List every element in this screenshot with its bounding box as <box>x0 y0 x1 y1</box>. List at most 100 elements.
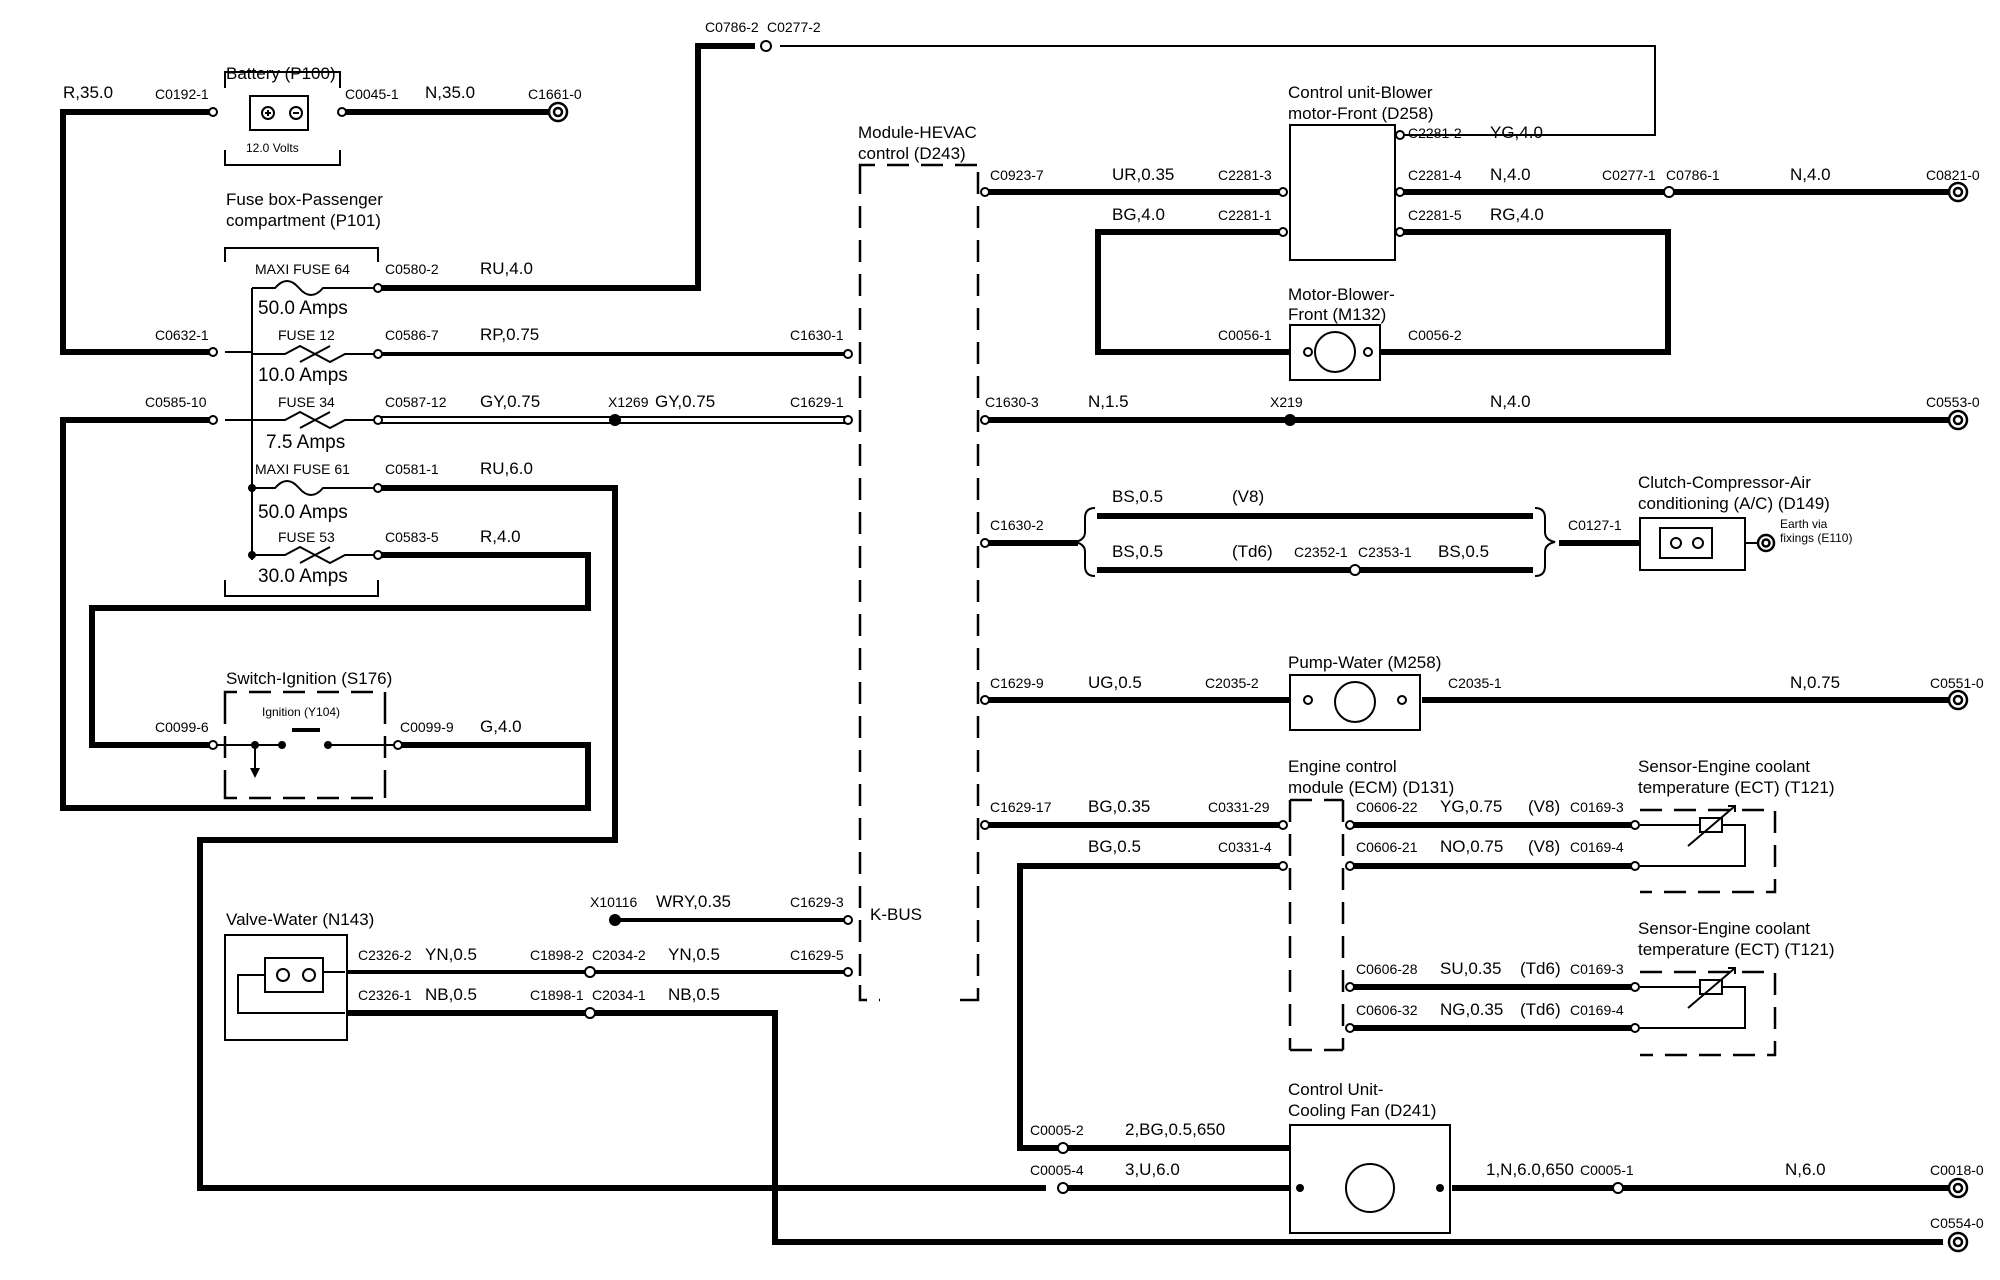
wire-label-ru4: RU,4.0 <box>480 259 533 278</box>
wire-label-u6: 3,U,6.0 <box>1125 1160 1180 1179</box>
label-c0277-2: C0277-2 <box>767 19 821 35</box>
blower-motor-label-1: Motor-Blower- <box>1288 285 1395 304</box>
label-c0606-21: C0606-21 <box>1356 839 1418 855</box>
wire-label-bs05a: BS,0.5 <box>1112 487 1163 506</box>
wire-label-ru6: RU,6.0 <box>480 459 533 478</box>
label-c2035-2: C2035-2 <box>1205 675 1259 691</box>
label-c1661-0: C1661-0 <box>528 86 582 102</box>
wire-label-bg035: BG,0.35 <box>1088 797 1150 816</box>
label-c1629-17: C1629-17 <box>990 799 1052 815</box>
clutch-label-2: conditioning (A/C) (D149) <box>1638 494 1830 513</box>
pump-water: Pump-Water (M258) <box>1288 653 1441 731</box>
label-c2281-2: C2281-2 <box>1408 125 1462 141</box>
clutch-label-1: Clutch-Compressor-Air <box>1638 473 1811 492</box>
label-c1629-5: C1629-5 <box>790 947 844 963</box>
hevac-module: Module-HEVAC control (D243) K-BUS <box>843 123 990 1002</box>
label-c2326-1: C2326-1 <box>358 987 412 1003</box>
label-c2281-5: C2281-5 <box>1408 207 1462 223</box>
label-c2281-4: C2281-4 <box>1408 167 1462 183</box>
fuse-12-name: FUSE 12 <box>278 327 335 343</box>
label-c1630-3: C1630-3 <box>985 394 1039 410</box>
blower-motor: Motor-Blower- Front (M132) <box>1288 285 1395 381</box>
wire-label-n075: N,0.75 <box>1790 673 1840 692</box>
wire-label-bg05-650: 2,BG,0.5,650 <box>1125 1120 1225 1139</box>
wire-label-su035: SU,0.35 <box>1440 959 1501 978</box>
wire-bg05 <box>1017 863 1286 1151</box>
wire-label-v8b: (V8) <box>1528 797 1560 816</box>
wire-nb05 <box>342 1010 1943 1245</box>
label-c2281-3: C2281-3 <box>1218 167 1272 183</box>
label-x10116: X10116 <box>590 894 637 910</box>
battery-label: Battery (P100) <box>226 64 336 83</box>
inline-connectors <box>584 40 1675 1194</box>
hevac-label-2: control (D243) <box>858 144 966 163</box>
fuse-maxi61-name: MAXI FUSE 61 <box>255 461 350 477</box>
ect1-label-2: temperature (ECT) (T121) <box>1638 778 1835 797</box>
fuse-box-label-1: Fuse box-Passenger <box>226 190 383 209</box>
label-c1629-1: C1629-1 <box>790 394 844 410</box>
label-c0192-1: C0192-1 <box>155 86 209 102</box>
wire-label-n35: N,35.0 <box>425 83 475 102</box>
label-c0606-28: C0606-28 <box>1356 961 1418 977</box>
wire-ru6 <box>197 485 1046 1191</box>
label-c0606-32: C0606-32 <box>1356 1002 1418 1018</box>
label-c0632-1: C0632-1 <box>155 327 209 343</box>
ecm-label-2: module (ECM) (D131) <box>1288 778 1454 797</box>
label-c0580-2: C0580-2 <box>385 261 439 277</box>
hevac-label-1: Module-HEVAC <box>858 123 977 142</box>
clutch-earth-1: Earth via <box>1780 517 1828 531</box>
wire-label-bs05c: BS,0.5 <box>1438 542 1489 561</box>
ignition-switch-label: Switch-Ignition (S176) <box>226 669 392 688</box>
pin-c0045-1 <box>337 107 347 117</box>
connector-labels: C0192-1 C0045-1 C1661-0 C0786-2 C0277-2 … <box>145 19 1984 1231</box>
wire-label-n4b: N,4.0 <box>1790 165 1831 184</box>
label-c0923-7: C0923-7 <box>990 167 1044 183</box>
wire-label-no075: NO,0.75 <box>1440 837 1503 856</box>
ignition-switch: Switch-Ignition (S176) Ignition (Y104) <box>208 669 403 800</box>
label-c0583-5: C0583-5 <box>385 529 439 545</box>
wire-label-ug05: UG,0.5 <box>1088 673 1142 692</box>
wire-label-gy075b: GY,0.75 <box>655 392 715 411</box>
label-c1629-9: C1629-9 <box>990 675 1044 691</box>
wire-traces <box>60 43 1951 1245</box>
ecm: Engine control module (ECM) (D131) <box>1278 757 1454 1052</box>
label-c0018-0: C0018-0 <box>1930 1162 1984 1178</box>
blower-control-label-1: Control unit-Blower <box>1288 83 1433 102</box>
wire-r4 <box>89 552 591 748</box>
label-c0005-4: C0005-4 <box>1030 1162 1084 1178</box>
fuse-box: Fuse box-Passenger compartment (P101) MA… <box>208 190 383 597</box>
wire-label-n15: N,1.5 <box>1088 392 1129 411</box>
label-c0331-4: C0331-4 <box>1218 839 1272 855</box>
battery: Battery (P100) 12.0 Volts <box>208 64 347 166</box>
ground-points <box>547 101 1969 1253</box>
ect2-label-2: temperature (ECT) (T121) <box>1638 940 1835 959</box>
label-c0169-3a: C0169-3 <box>1570 799 1624 815</box>
label-c0277-1: C0277-1 <box>1602 167 1656 183</box>
label-c2035-1: C2035-1 <box>1448 675 1502 691</box>
ect2-label-1: Sensor-Engine coolant <box>1638 919 1810 938</box>
label-c0581-1: C0581-1 <box>385 461 439 477</box>
battery-rating: 12.0 Volts <box>246 141 299 155</box>
wire-label-td6c: (Td6) <box>1520 1000 1561 1019</box>
label-c2353-1: C2353-1 <box>1358 544 1412 560</box>
hevac-kbus: K-BUS <box>870 905 922 924</box>
label-c0127-1: C0127-1 <box>1568 517 1622 533</box>
label-c0821-0: C0821-0 <box>1926 167 1980 183</box>
blower-control-unit: Control unit-Blower motor-Front (D258) <box>1278 83 1433 261</box>
wire-label-yn05a: YN,0.5 <box>425 945 477 964</box>
label-c1630-1: C1630-1 <box>790 327 844 343</box>
wire-label-bs05b: BS,0.5 <box>1112 542 1163 561</box>
label-c0606-22: C0606-22 <box>1356 799 1418 815</box>
label-c2281-1: C2281-1 <box>1218 207 1272 223</box>
wire-label-nb05b: NB,0.5 <box>668 985 720 1004</box>
label-c0786-1: C0786-1 <box>1666 167 1720 183</box>
splice-braces <box>1074 507 1556 577</box>
wire-label-td6a: (Td6) <box>1232 542 1273 561</box>
wire-label-bg05: BG,0.5 <box>1088 837 1141 856</box>
wire-label-v8a: (V8) <box>1232 487 1264 506</box>
wire-label-ng035: NG,0.35 <box>1440 1000 1503 1019</box>
label-c0331-29: C0331-29 <box>1208 799 1270 815</box>
wire-label-g4: G,4.0 <box>480 717 522 736</box>
fuse-34-name: FUSE 34 <box>278 394 335 410</box>
